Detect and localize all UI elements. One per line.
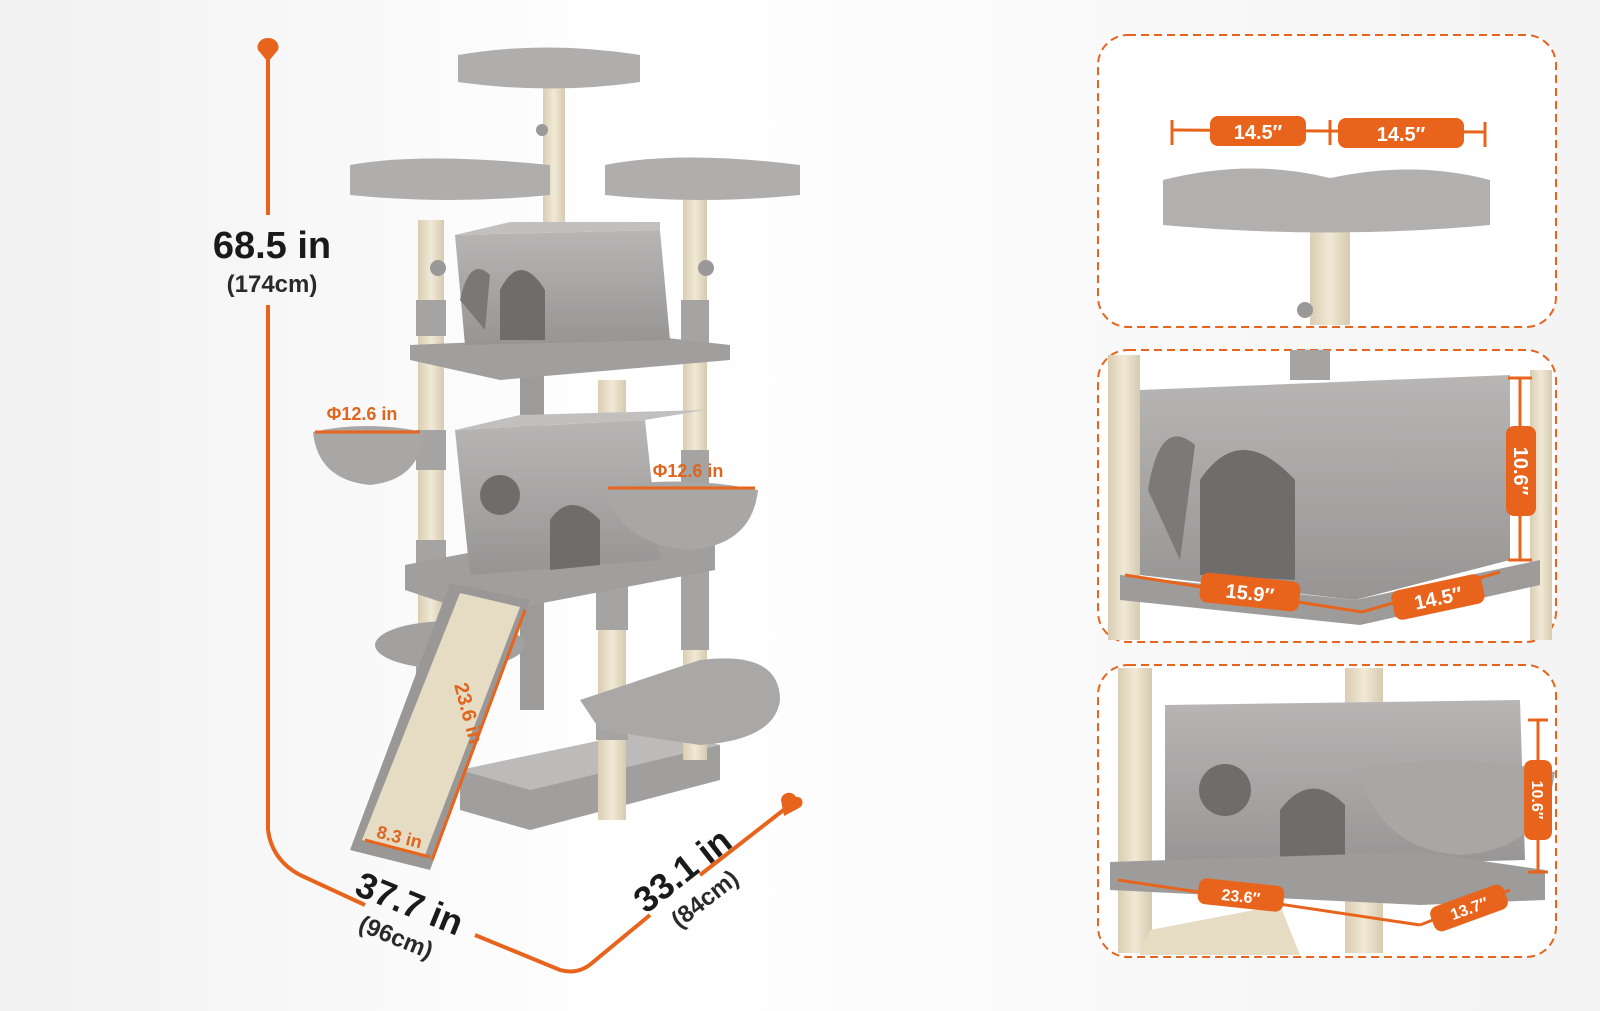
condo-hole	[1199, 764, 1251, 816]
upper-condo	[1140, 375, 1510, 600]
condo-door	[1280, 788, 1345, 860]
basket-left-label: Φ12.6 in	[327, 404, 398, 424]
detail-panel-top: 14.5″ 14.5″	[1097, 34, 1557, 328]
perch-bed	[605, 157, 800, 200]
hammock-basket	[1358, 760, 1555, 855]
step-platform	[580, 658, 780, 745]
bottom-width: 23.6″	[1221, 887, 1262, 908]
arrow-head-icon	[257, 38, 279, 62]
hammock-basket	[605, 481, 758, 550]
top-width-a: 14.5″	[1234, 122, 1283, 144]
perch-bed-top	[458, 47, 640, 89]
perch-bed	[350, 158, 550, 200]
perch-bed-top	[1163, 168, 1490, 233]
bottom-height: 10.6″	[1528, 781, 1545, 820]
condo-hole	[480, 475, 520, 515]
main-dimension-lines	[266, 52, 792, 974]
middle-width: 15.9″	[1225, 581, 1276, 608]
top-width-b: 14.5″	[1377, 124, 1426, 146]
lower-condo	[455, 420, 660, 575]
ramp-length-line	[430, 609, 527, 861]
hammock-basket	[313, 426, 424, 485]
sisal-post	[543, 80, 565, 230]
ramp-width-line	[364, 838, 431, 859]
condo-door	[550, 505, 600, 570]
middle-height: 10.6″	[1509, 447, 1531, 496]
cat-tree-illustration	[313, 47, 800, 870]
arrow-head-icon	[781, 792, 803, 816]
basket-right-label: Φ12.6 in	[653, 461, 724, 481]
height-value: 68.5 in	[213, 225, 331, 267]
floor-platform	[410, 335, 730, 380]
condo-door	[500, 270, 545, 340]
detail-panel-bottom: 10.6″ 23.6″ 13.7″	[1097, 664, 1557, 958]
detail-panel-middle: 10.6″ 15.9″ 14.5″	[1097, 349, 1557, 643]
condo-door	[1200, 450, 1295, 580]
scratch-ramp-sisal	[362, 593, 520, 855]
height-metric: (174cm)	[227, 271, 318, 298]
